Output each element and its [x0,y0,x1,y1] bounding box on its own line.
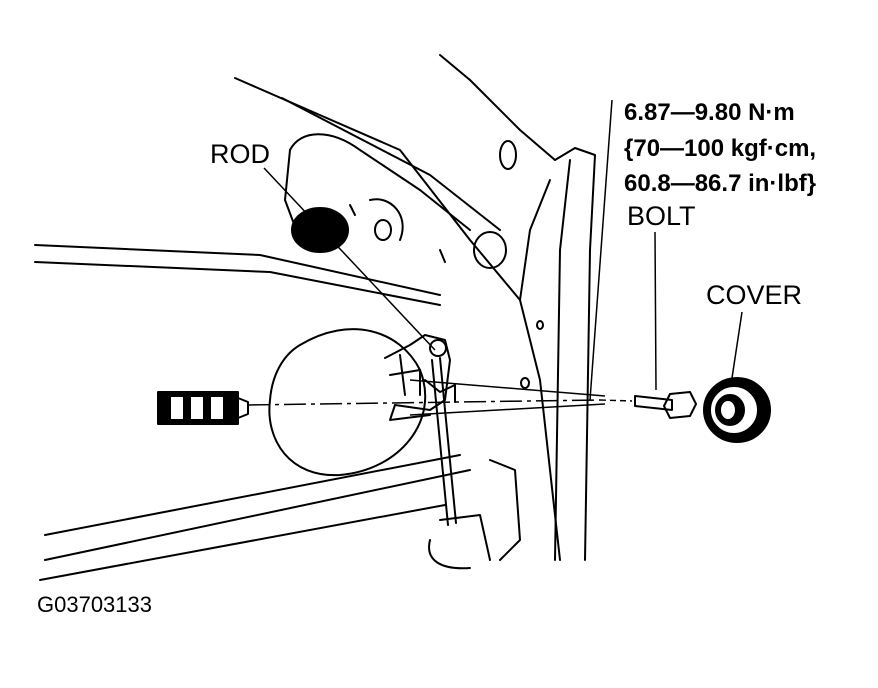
bolt-leader-line [654,231,657,391]
assembly-line-lower [409,403,606,416]
torque-spec-line3: 60.8—86.7 in·lbf} [624,170,817,197]
bolt-axis-line [599,399,633,402]
torque-spec-line1: 6.87—9.80 N·m [624,99,795,126]
rod-leader-line [263,167,436,351]
bolt-label: BOLT [627,201,696,231]
bolt [634,391,697,419]
figure-id: G03703133 [37,592,152,617]
rod [431,357,457,526]
lock-cylinder [157,391,249,425]
latch-assembly [384,334,456,421]
rod-label: ROD [210,139,270,169]
assembly-line-upper [409,379,606,397]
cover [703,377,771,443]
cover-leader-line [731,311,743,379]
torque-spec-line2: {70—100 kgf·cm, [624,135,817,162]
door-panel [34,54,596,581]
service-hole [268,328,427,477]
cover-label: COVER [706,280,803,310]
assembly-center-line [247,399,601,406]
panel-holes [291,140,544,389]
torque-leader-line [589,99,613,401]
